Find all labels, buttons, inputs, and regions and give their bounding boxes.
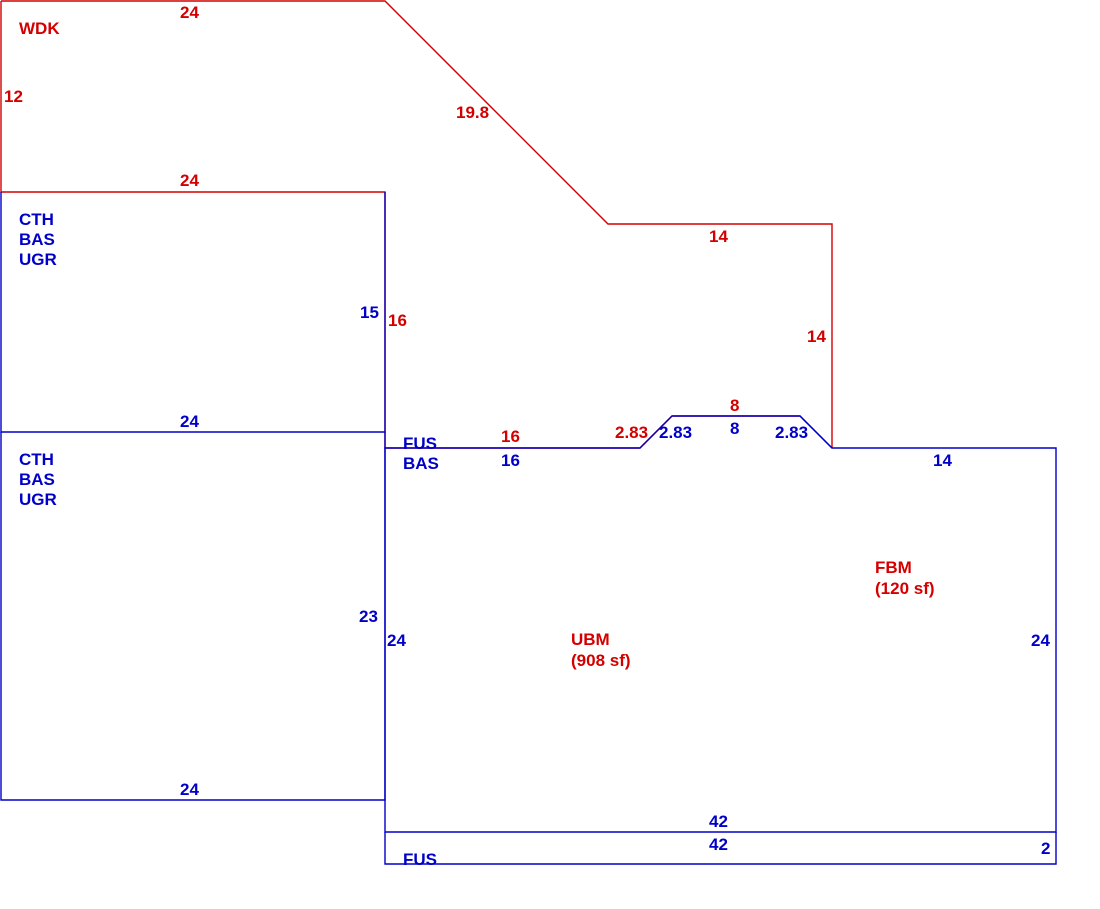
- blue-right-15-dimension: 15: [360, 303, 379, 322]
- cth-upper-code-3: UGR: [19, 250, 57, 269]
- fus-bottom-code: FUS: [403, 850, 437, 869]
- blue-top-8-dimension: 8: [730, 419, 739, 438]
- blue-far-right-24-dimension: 24: [1031, 631, 1050, 650]
- cth-lower-outline: [0, 432, 386, 801]
- wdk-area-code: WDK: [19, 19, 60, 38]
- cth-lower-code-2: BAS: [19, 470, 55, 489]
- fus-bottom-outline: [384, 832, 1057, 865]
- blue-right-14-dimension: 14: [933, 451, 952, 470]
- fus-bas-outline: [384, 415, 1057, 833]
- fus-bas-code-2: BAS: [403, 454, 439, 473]
- cth-upper-code-1: CTH: [19, 210, 54, 229]
- cth-mid-24-dimension: 24: [180, 412, 199, 431]
- cth-lower-code-3: UGR: [19, 490, 57, 509]
- blue-diagonal-283-right-dimension: 2.83: [775, 423, 808, 442]
- cth-bottom-24-dimension: 24: [180, 780, 199, 799]
- ubm-area-code: UBM: [571, 630, 610, 649]
- red-lower-16-dimension: 16: [501, 427, 520, 446]
- fbm-area-code: FBM: [875, 558, 912, 577]
- red-right-14-dimension: 14: [807, 327, 826, 346]
- red-diagonal-283-dimension: 2.83: [615, 423, 648, 442]
- blue-diagonal-283-left-dimension: 2.83: [659, 423, 692, 442]
- blue-left-24-dimension: 24: [387, 631, 406, 650]
- blue-upper-16-dimension: 16: [501, 451, 520, 470]
- wdk-deck-outline: [0, 0, 833, 449]
- wdk-bottom-dimension: 24: [180, 171, 199, 190]
- cth-lower-code-1: CTH: [19, 450, 54, 469]
- wdk-top-dimension: 24: [180, 3, 199, 22]
- ubm-area-size: (908 sf): [571, 651, 631, 670]
- fbm-area-size: (120 sf): [875, 579, 935, 598]
- blue-right-23-dimension: 23: [359, 607, 378, 626]
- cth-upper-code-2: BAS: [19, 230, 55, 249]
- blue-bottom-42-upper-dimension: 42: [709, 812, 728, 831]
- wdk-diagonal-dimension: 19.8: [456, 103, 489, 122]
- fus-bas-code-1: FUS: [403, 434, 437, 453]
- blue-bottom-42-lower-dimension: 42: [709, 835, 728, 854]
- wdk-left-dimension: 12: [4, 87, 23, 106]
- red-upper-14-dimension: 14: [709, 227, 728, 246]
- red-top-8-dimension: 8: [730, 396, 739, 415]
- cth-upper-outline: [0, 192, 386, 433]
- red-right-16-dimension: 16: [388, 311, 407, 330]
- blue-right-2-dimension: 2: [1041, 839, 1050, 858]
